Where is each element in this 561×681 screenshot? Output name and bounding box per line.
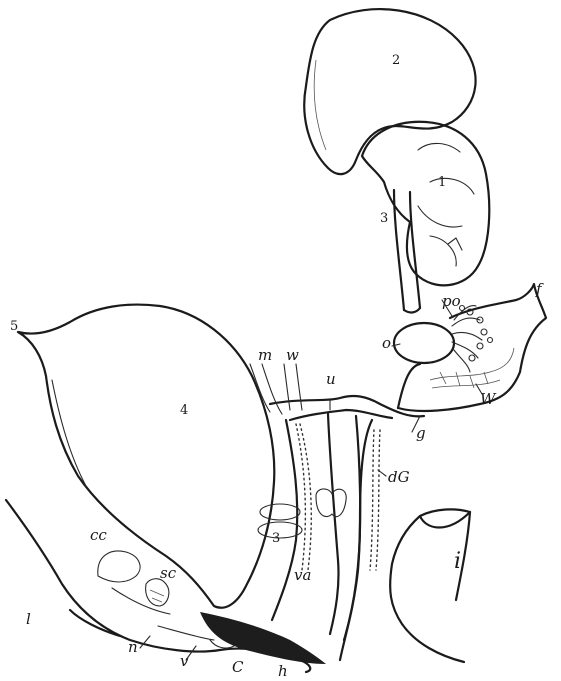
label-w: w [286, 346, 299, 364]
label-l: l [26, 610, 31, 628]
organ-4 [18, 305, 274, 608]
label-u: u [326, 370, 336, 388]
label-3-lower: 3 [272, 531, 280, 546]
label-va: va [294, 566, 311, 584]
organ-2 [304, 9, 475, 174]
label-i: i [454, 549, 461, 574]
label-1: 1 [438, 175, 446, 190]
uterine-body-va [272, 414, 360, 660]
label-cc: cc [90, 526, 107, 544]
label-dG: dG [388, 468, 410, 486]
organ-1 [362, 122, 489, 286]
gartner-duct [344, 420, 380, 640]
label-3-upper: 3 [380, 211, 388, 226]
fimbriae [452, 306, 493, 373]
labels: 1 2 3 3 4 5 m w u f po o W g dG i cc sc … [10, 53, 544, 680]
label-g: g [416, 424, 426, 442]
ovary-region [394, 284, 546, 411]
label-o: o [382, 334, 391, 352]
label-W: W [480, 390, 497, 408]
label-n: n [128, 638, 138, 656]
label-f: f [535, 280, 544, 298]
label-5: 5 [10, 319, 18, 334]
label-sc: sc [160, 564, 177, 582]
label-4: 4 [180, 403, 188, 418]
label-po: po [442, 292, 461, 310]
label-h: h [278, 662, 288, 680]
organ-i [390, 509, 470, 662]
label-C: C [232, 658, 244, 676]
label-m: m [258, 346, 272, 364]
label-2: 2 [392, 53, 400, 68]
label-v: v [180, 652, 189, 670]
leader-lines [140, 300, 482, 660]
